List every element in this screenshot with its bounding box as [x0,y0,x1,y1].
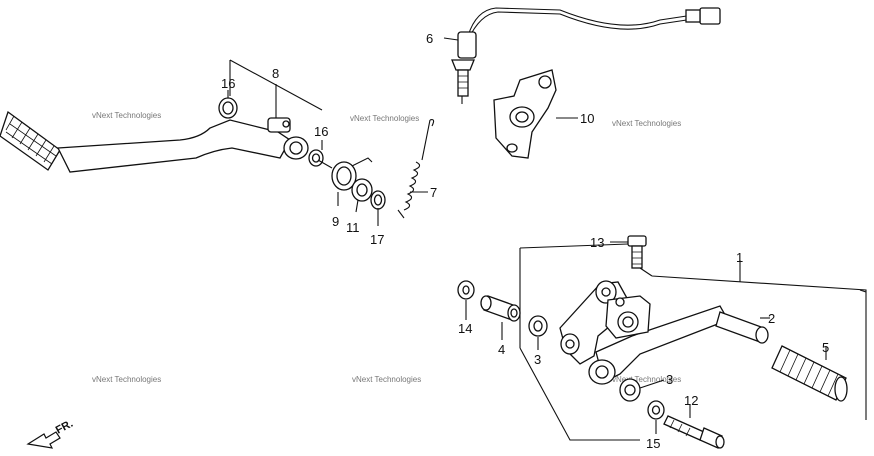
assembly-bracket-line [519,243,867,441]
collar-4 [480,295,521,322]
callout-2: 2 [768,311,775,326]
pedal-pivot-right [588,359,616,385]
washer-16-lower [308,149,324,167]
watermark-5: vNext Technologies [352,375,421,384]
washer-15 [647,400,665,420]
washer-16-upper [218,97,238,119]
callout-5: 5 [822,340,829,355]
front-arrow-icon [26,431,61,449]
switch-6-with-cable [451,7,721,104]
callout-9: 9 [332,214,339,229]
watermarks: vNext Technologies vNext Technologies vN… [92,111,681,384]
washer-3-right [619,378,641,402]
bolt-12 [663,415,725,449]
bolt-13 [627,235,647,269]
peg-shaft-2 [715,311,769,344]
pedal-rubber-left [0,110,61,171]
callout-7: 7 [430,185,437,200]
washer-14 [457,280,475,300]
return-spring-9 [317,157,373,191]
callouts: 8 16 16 6 10 7 9 11 17 13 1 2 5 14 4 3 3… [221,31,829,451]
watermark-1: vNext Technologies [92,111,161,120]
callout-17: 17 [370,232,384,247]
callout-10: 10 [580,111,594,126]
callout-15: 15 [646,436,660,451]
linkage-joint-upper [595,280,617,304]
watermark-2: vNext Technologies [350,114,419,123]
callout-12: 12 [684,393,698,408]
linkage-joint-lower [560,333,580,355]
callout-8: 8 [272,66,279,81]
callout-13: 13 [590,235,604,250]
clip-17 [370,190,386,210]
front-direction-indicator: FR. [26,418,75,449]
callout-11: 11 [346,220,360,235]
pivot-block-2 [605,295,651,339]
washer-3-left [528,315,548,337]
callout-16-upper: 16 [221,76,235,91]
spring-7 [397,119,435,219]
callout-3-right: 3 [666,372,673,387]
pedal-pivot-boss [267,117,309,160]
pedal-arm-left [56,119,291,173]
callout-14: 14 [458,321,472,336]
collar-11 [351,178,373,202]
pedal-assembly-1 [519,235,867,441]
front-label: FR. [54,418,75,437]
callout-1: 1 [736,250,743,265]
watermark-3: vNext Technologies [612,119,681,128]
callout-3-left: 3 [534,352,541,367]
leader-lines [227,37,827,434]
watermark-6: vNext Technologies [612,375,681,384]
callout-16-lower: 16 [314,124,328,139]
callout-4: 4 [498,342,505,357]
peg-rubber-5 [771,345,848,402]
callout-6: 6 [426,31,433,46]
bracket-10 [493,69,557,159]
watermark-4: vNext Technologies [92,375,161,384]
gearshift-pedal-assembly [0,97,386,210]
